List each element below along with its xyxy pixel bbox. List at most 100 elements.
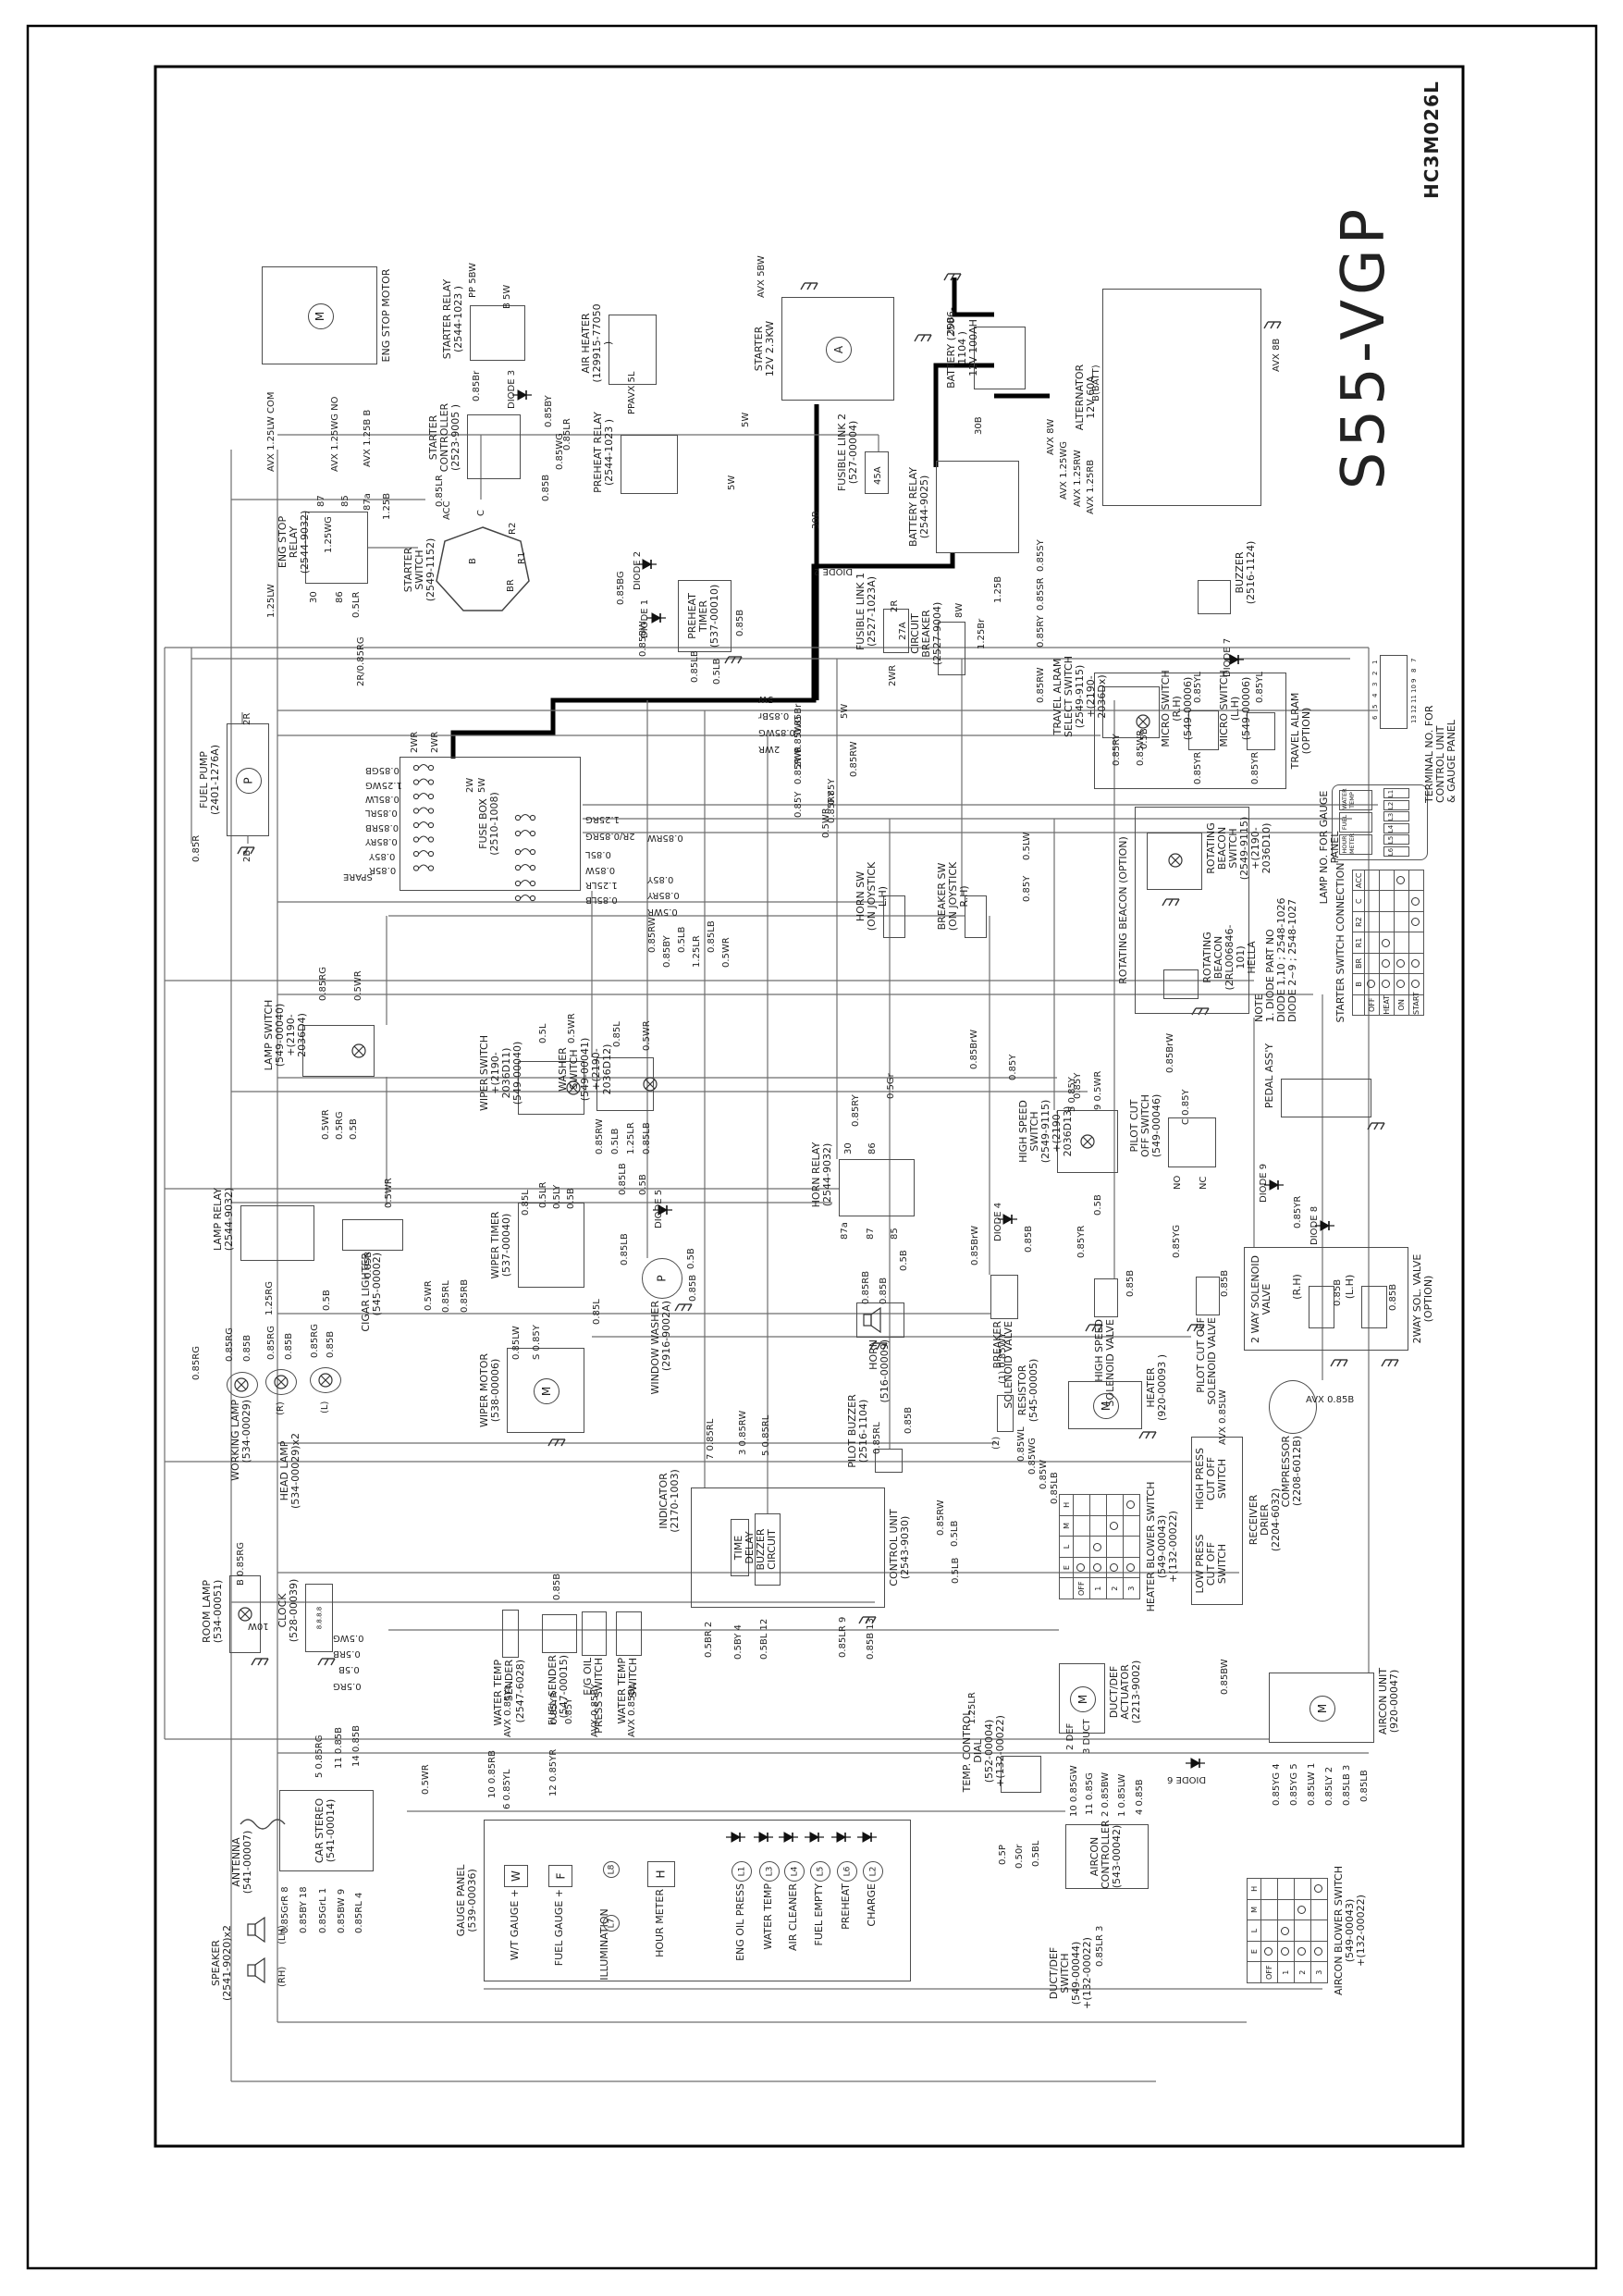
breaker-sol [990, 1275, 1018, 1319]
lamp-l3-label: WATER TEMP [762, 1883, 774, 1950]
lamp-switch [302, 1025, 375, 1077]
wire-label: 0.85L [612, 1021, 622, 1047]
control-unit [691, 1487, 885, 1608]
aircon-controller [1065, 1824, 1149, 1889]
wire-label: 0.85RY [365, 836, 398, 846]
lamp-l7 [603, 1915, 620, 1932]
wire-label: 4 0.85B [1135, 1779, 1145, 1815]
wiper-motor-label: WIPER MOTOR (538-00006) [478, 1353, 501, 1428]
terminal-pin: 8 [1410, 668, 1418, 673]
lamp-l5-glyph: L5 [816, 1866, 825, 1877]
wire-label: 1.25LW [266, 584, 277, 618]
wire-label: 0.85B [1220, 1269, 1230, 1297]
compressor [1269, 1380, 1317, 1434]
starter-switch: STARTER SWITCH (2549-1152) [402, 537, 436, 602]
wire-label: 0.85YR [1076, 1225, 1087, 1258]
rotating-beacon [1135, 807, 1249, 1014]
wire-label: PP 5BW [468, 263, 478, 298]
wire-label: 0.85WG [1027, 1438, 1038, 1475]
wire-label: 2 DEF [1065, 1722, 1076, 1750]
gauge-panel-label: GAUGE PANEL (539-00036) [455, 1864, 478, 1937]
speaker-label: SPEAKER (2541-9020)x2 [210, 1924, 233, 2002]
lamp-no-label: L1 [1387, 789, 1395, 798]
lamp-no-cell [1383, 788, 1409, 798]
rotating-beacon-sw [1147, 833, 1202, 890]
buzzer-label: BUZZER (2516-1124) [1234, 540, 1257, 605]
wire-label: 2WR [888, 664, 898, 686]
terminal-pin: 3 [1371, 682, 1379, 686]
lamp-l2-label: CHARGE [866, 1883, 878, 1927]
wire-label: B(BATT) [1091, 364, 1101, 401]
fuel-sender [542, 1614, 577, 1653]
lamp-l1-label: ENG OIL PRESS [734, 1883, 746, 1961]
wire-label: 30B [946, 316, 956, 335]
starter-label: STARTER 12V 2.3KW [753, 320, 776, 377]
wire-label: 0.85LW [511, 1326, 522, 1360]
circuit-breaker [938, 622, 965, 675]
wire-label: 0.85B [1125, 1269, 1136, 1297]
wire-label: 10 0.85RB [487, 1750, 498, 1798]
sheet-title: S55-VGP [1330, 204, 1398, 490]
pilot-cutoff-sw-label: PILOT CUT OFF SWITCH (549-00046) [1128, 1093, 1162, 1158]
lamp-no-label: L4 [1387, 824, 1395, 833]
wire-label: 2 0.85BW [1100, 1771, 1111, 1817]
preheat-relay-label: PREHEAT RELAY (2544-1023 ) [592, 412, 615, 493]
lamp-l5-label: FUEL EMPTY [813, 1883, 825, 1946]
lamp-l5 [810, 1861, 830, 1882]
wire-label: DIODE 4 [993, 1202, 1003, 1241]
wire-label: 0.85GB [365, 765, 400, 775]
wire-label: DIODE 3 [507, 369, 517, 409]
wire-label: R1 [517, 551, 527, 564]
wire-label: AVX 0.85BL [627, 1684, 637, 1737]
terminal-pin: 5 [1371, 704, 1379, 709]
horn-sw-label: HORN SW (ON JOYSTICK L.H) [855, 861, 889, 932]
eng-stop-motor [262, 266, 377, 364]
travel-select-sw [1102, 686, 1160, 738]
wire-label: 0.85Y [793, 791, 804, 818]
valve-rh-label: (R.H) [1291, 1274, 1303, 1300]
lamp-l1-glyph: L1 [737, 1866, 746, 1877]
high-press-label: HIGH PRESS CUT OFF SWITCH [1194, 1448, 1228, 1510]
lamp-l3 [759, 1861, 780, 1882]
wire-label: 0.85WG [758, 727, 795, 737]
fuse-box [400, 757, 581, 891]
wire-label: 0.5Gr [886, 1073, 896, 1099]
lamp-l2 [863, 1861, 883, 1882]
hella-label: ROTATING BEACON (2RL006846-101) HELLA [1201, 924, 1258, 991]
wire-label: 0.5LR [351, 591, 362, 618]
wire-label: 0.85RW [595, 1118, 605, 1154]
wiper-timer-label: WIPER TIMER (537-00040) [489, 1211, 512, 1279]
travel-alarm-label: TRAVEL ALRAM (OPTION) [1289, 692, 1312, 770]
wire-label: 0.85RG [225, 1327, 235, 1362]
wire-label: 0.85RB [365, 822, 400, 833]
terminal-pin: 6 [1371, 715, 1379, 720]
wire-label: DIODE 5 [654, 1189, 664, 1228]
fuel-gauge-glyph: F [554, 1872, 567, 1880]
wire-label: 45A [873, 466, 883, 485]
duct-def-switch: DUCT/DEF SWITCH (549-00044) +(132-00022) [1048, 1937, 1093, 2009]
wire-label: 0.85W [585, 865, 616, 875]
wire-label: 0.85YR [1293, 1195, 1303, 1228]
water-temp-sw [616, 1611, 642, 1656]
diagram-frame [154, 65, 1465, 2148]
starter [781, 297, 894, 401]
two-way-sol-label: 2WAY SOL. VALVE (OPTION) [1411, 1253, 1434, 1344]
hour-meter [647, 1861, 675, 1887]
wire-label: 0.85YG 5 [1289, 1763, 1299, 1806]
wire-label: 0.85SR [1036, 577, 1046, 611]
lamp-l7-glyph: L7 [607, 1918, 616, 1929]
wire-label: 0.85RY [647, 890, 680, 900]
lamp-l3-glyph: L3 [765, 1866, 774, 1877]
wire-label: 5W [840, 703, 850, 719]
eng-stop-relay-label: ENG STOP RELAY (2544-9032) [277, 510, 311, 574]
terminal-pin: 2 [1371, 671, 1379, 675]
valve-rh [1309, 1286, 1334, 1328]
wire-label: 7 0.85RL [706, 1418, 716, 1460]
gauge-panel [484, 1820, 911, 1981]
lamp-no-cell [1383, 846, 1409, 857]
antenna: ANTENNA (541-00007) [230, 1830, 253, 1895]
wire-label: DIODE 6 [1167, 1774, 1207, 1784]
wire-label: 0.85Y [1073, 1072, 1083, 1099]
wt-gauge-glyph: W [510, 1870, 523, 1882]
aircon-unit-label: AIRCON UNIT (920-00047) [1377, 1667, 1400, 1735]
